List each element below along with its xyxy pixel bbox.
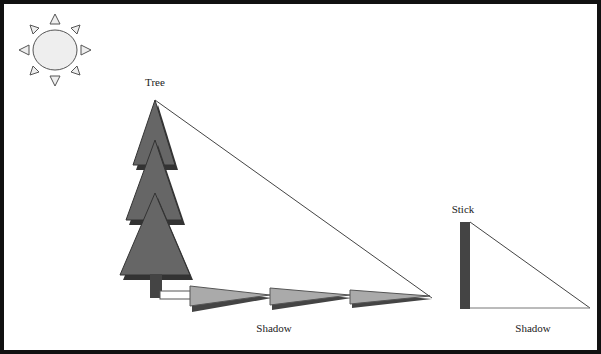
sun	[19, 14, 91, 86]
tree-shadow	[160, 286, 432, 312]
tree-label: Tree	[145, 76, 165, 88]
tree	[120, 100, 193, 298]
stick	[460, 222, 590, 309]
stick-label: Stick	[452, 203, 475, 215]
sun-ray-line	[155, 100, 432, 298]
shadow-label: Shadow	[256, 322, 291, 334]
shadow-label: Shadow	[515, 322, 550, 334]
